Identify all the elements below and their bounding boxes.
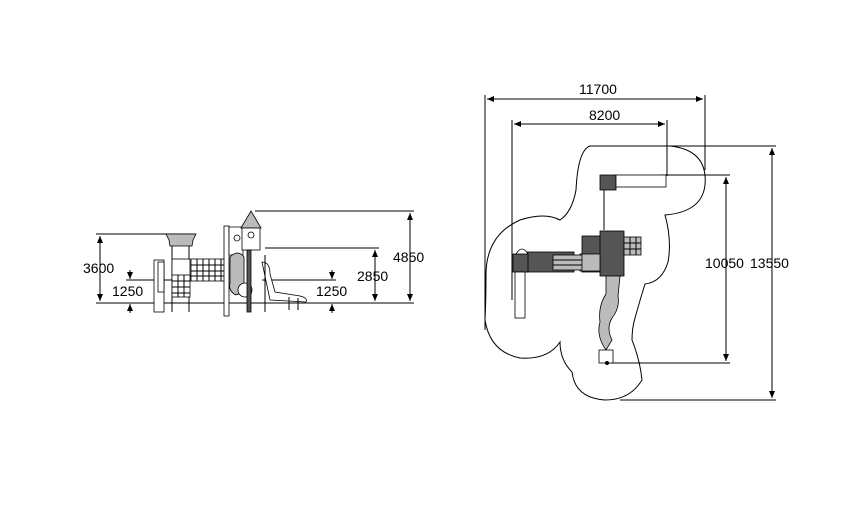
dimension-label-13550: 13550 bbox=[750, 255, 789, 271]
dimension-label-1250-right: 1250 bbox=[316, 283, 347, 299]
dimension-label-8200: 8200 bbox=[589, 107, 620, 123]
dimension-label-2850: 2850 bbox=[357, 268, 388, 284]
playground-structure-plan bbox=[512, 174, 667, 365]
dimension-label-10050: 10050 bbox=[705, 255, 744, 271]
dimension-label-11700: 11700 bbox=[579, 81, 617, 97]
plan-view: 11700 8200 10050 13550 bbox=[484, 81, 789, 401]
side-elevation-view: 3600 4850 2850 1250 1250 bbox=[83, 210, 424, 317]
dimension-label-4850: 4850 bbox=[393, 249, 424, 265]
anchor-point bbox=[605, 361, 609, 365]
dimension-label-3600: 3600 bbox=[83, 260, 114, 276]
safety-zone-outline bbox=[484, 145, 706, 401]
dimension-label-1250-left: 1250 bbox=[112, 283, 143, 299]
playground-structure-elevation bbox=[153, 210, 307, 317]
